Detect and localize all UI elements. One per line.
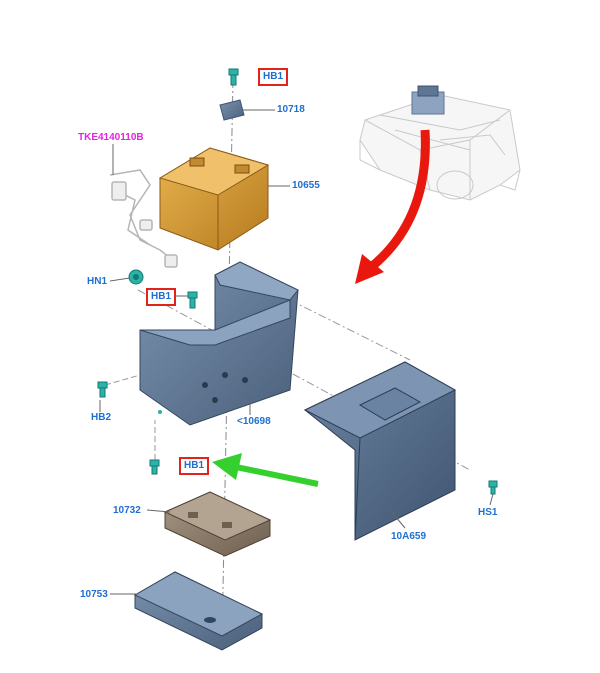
highlight-arrow-green <box>212 453 319 487</box>
location-arrow-red <box>367 129 430 272</box>
bolt-hb2 <box>97 381 108 398</box>
callout-tke4140110b: TKE4140110B <box>78 132 144 143</box>
bolt-hb1-mid <box>187 291 198 309</box>
leader-lines <box>99 109 494 595</box>
callout-10a659: 10A659 <box>391 531 427 542</box>
bolt-hb1-low <box>149 459 160 475</box>
callout-hs1: HS1 <box>478 507 498 518</box>
callout-hb1-mid: HB1 <box>146 288 177 306</box>
callout-hn1: HN1 <box>87 276 108 287</box>
nut-hn1 <box>128 269 144 285</box>
callout-10655: 10655 <box>292 180 320 191</box>
callout-10698: <10698 <box>237 416 271 427</box>
callout-hb1-low: HB1 <box>179 457 210 475</box>
support-bracket <box>163 491 272 557</box>
callout-10732: 10732 <box>113 505 141 516</box>
callout-10753: 10753 <box>80 589 108 600</box>
wiring-harness <box>109 169 178 268</box>
support-plate <box>133 571 264 651</box>
callout-hb2: HB2 <box>91 412 112 423</box>
battery-hold-down-clamp <box>219 99 245 121</box>
bolt-hb1-top <box>228 68 239 86</box>
callout-hb1-top: HB1 <box>258 68 289 86</box>
screw-hs1 <box>488 480 498 495</box>
callout-10718: 10718 <box>277 104 305 115</box>
vehicle-location-illustration <box>359 85 521 201</box>
battery-tray <box>139 261 299 426</box>
battery-cover <box>303 361 457 541</box>
battery <box>158 147 270 251</box>
